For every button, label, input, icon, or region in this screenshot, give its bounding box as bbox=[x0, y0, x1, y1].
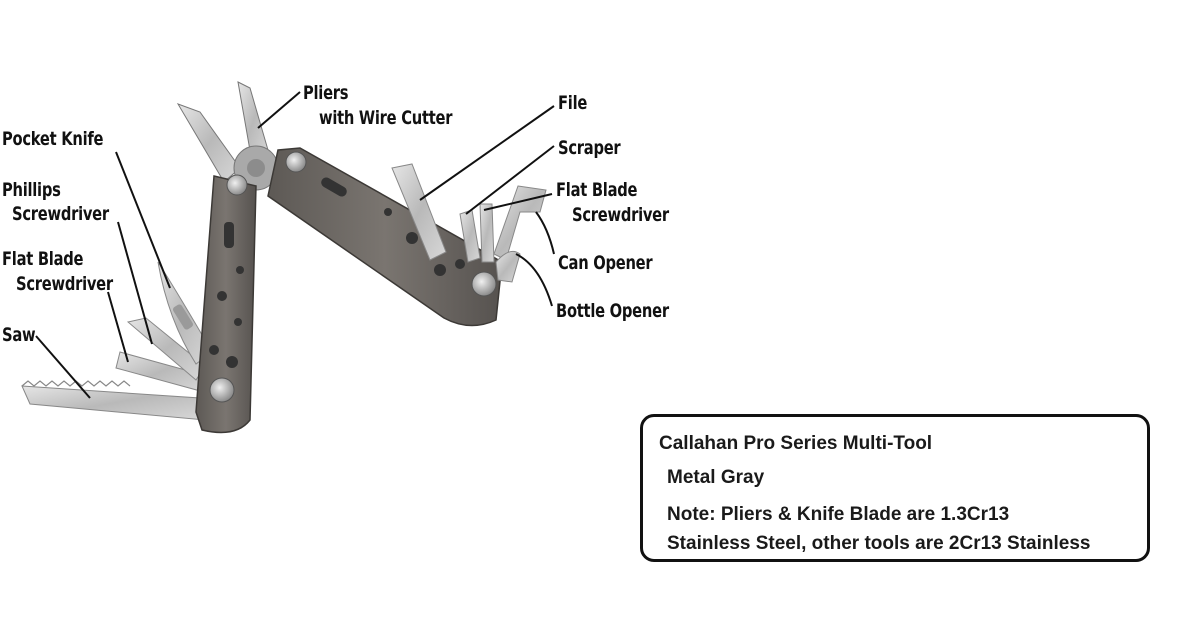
label-phillips-sub: Screwdriver bbox=[12, 203, 109, 225]
product-note-line2: Stainless Steel, other tools are 2Cr13 S… bbox=[667, 533, 1091, 554]
leader-saw bbox=[35, 335, 91, 399]
bottle-opener-tool bbox=[495, 250, 521, 283]
leader-flat-left bbox=[107, 291, 129, 363]
label-flat-blade-left: Flat Blade bbox=[2, 248, 84, 270]
label-flat-blade-left-sub: Screwdriver bbox=[16, 273, 113, 295]
leader-pocket-knife bbox=[115, 151, 171, 289]
label-flat-blade-right: Flat Blade bbox=[556, 179, 638, 201]
left-handle bbox=[195, 174, 257, 434]
label-flat-blade-right-sub: Screwdriver bbox=[572, 204, 669, 226]
leader-file bbox=[419, 105, 555, 201]
file-tool bbox=[391, 163, 447, 261]
label-saw: Saw bbox=[2, 324, 36, 346]
label-scraper: Scraper bbox=[558, 137, 621, 159]
label-bottle-opener: Bottle Opener bbox=[556, 300, 669, 322]
label-phillips: Phillips bbox=[2, 179, 61, 201]
leader-phillips bbox=[117, 221, 153, 345]
label-file: File bbox=[558, 92, 588, 114]
leader-can-opener bbox=[535, 211, 555, 255]
label-can-opener: Can Opener bbox=[558, 252, 653, 274]
label-pocket-knife: Pocket Knife bbox=[2, 128, 104, 150]
saw-blade bbox=[21, 380, 206, 421]
product-info-box: Callahan Pro Series Multi-Tool Metal Gra… bbox=[640, 414, 1150, 562]
can-opener-tool bbox=[493, 185, 547, 261]
product-color: Metal Gray bbox=[667, 467, 765, 488]
label-pliers: Pliers bbox=[303, 82, 349, 104]
pliers-jaws bbox=[176, 81, 279, 191]
leader-pliers bbox=[257, 91, 301, 129]
leader-flat-right bbox=[483, 193, 553, 211]
label-pliers-sub: with Wire Cutter bbox=[319, 107, 453, 129]
product-title: Callahan Pro Series Multi-Tool bbox=[659, 433, 933, 454]
leader-bottle-opener bbox=[515, 253, 553, 307]
product-note-line1: Note: Pliers & Knife Blade are 1.3Cr13 bbox=[667, 504, 1010, 525]
flat-blade-screwdriver-right-tool bbox=[479, 203, 495, 263]
leader-scraper bbox=[465, 145, 555, 215]
